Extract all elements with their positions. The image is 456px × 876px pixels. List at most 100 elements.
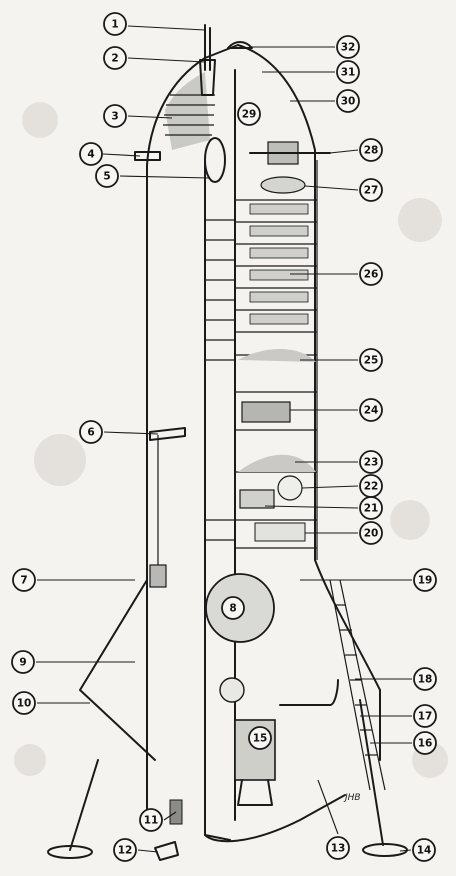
callout-circle xyxy=(359,262,383,286)
callout-10: 10 xyxy=(12,691,36,715)
callout-28: 28 xyxy=(359,138,383,162)
callout-number: 28 xyxy=(364,145,379,157)
callout-circle xyxy=(359,348,383,372)
callout-circle xyxy=(326,836,350,860)
callout-number: 12 xyxy=(118,845,133,857)
callout-11: 11 xyxy=(139,808,163,832)
foot-pad-left xyxy=(47,845,93,859)
deck-dome-23 xyxy=(238,454,316,472)
artist-signature: JHB xyxy=(343,793,361,803)
callout-number: 2 xyxy=(111,53,118,65)
callout-number: 15 xyxy=(253,733,268,745)
nose-cap xyxy=(227,41,253,49)
callout-number: 9 xyxy=(19,657,26,669)
callout-number: 1 xyxy=(111,19,118,31)
nose-dome-shade xyxy=(165,72,210,150)
callout-number: 27 xyxy=(364,185,379,197)
callout-number: 3 xyxy=(111,111,118,123)
callout-number: 20 xyxy=(364,528,379,540)
callout-4: 4 xyxy=(79,142,103,166)
callout-number: 11 xyxy=(144,815,159,827)
callout-number: 16 xyxy=(418,738,433,750)
callout-circle xyxy=(336,35,360,59)
callout-17: 17 xyxy=(413,704,437,728)
callout-circle xyxy=(12,568,36,592)
callout-27: 27 xyxy=(359,178,383,202)
fin-leg-right xyxy=(359,699,384,846)
callout-12: 12 xyxy=(113,838,137,862)
tail-fin-left xyxy=(79,579,156,761)
callout-number: 4 xyxy=(87,149,94,161)
callout-5: 5 xyxy=(95,164,119,188)
hull-outline xyxy=(146,44,381,831)
callout-circle xyxy=(359,521,383,545)
callout-number: 30 xyxy=(341,96,356,108)
callout-circle xyxy=(113,838,137,862)
antenna-mast xyxy=(204,24,211,71)
callout-number: 18 xyxy=(418,674,433,686)
callout-3: 3 xyxy=(103,104,127,128)
callout-22: 22 xyxy=(359,474,383,498)
callout-9: 9 xyxy=(11,650,35,674)
callout-circle xyxy=(248,726,272,750)
callout-circle xyxy=(359,138,383,162)
porthole xyxy=(204,137,226,183)
deck-vehicle xyxy=(241,401,291,423)
callout-13: 13 xyxy=(326,836,350,860)
deck-dome-25 xyxy=(238,348,316,362)
callout-circle xyxy=(413,704,437,728)
callout-circle xyxy=(413,731,437,755)
callout-circle xyxy=(11,650,35,674)
callout-2: 2 xyxy=(103,46,127,70)
callout-29: 29 xyxy=(237,102,261,126)
callout-circle xyxy=(103,12,127,36)
callout-19: 19 xyxy=(413,568,437,592)
callout-number: 13 xyxy=(331,843,346,855)
callout-6: 6 xyxy=(79,420,103,444)
callout-7: 7 xyxy=(12,568,36,592)
callout-circle xyxy=(359,474,383,498)
callout-number: 21 xyxy=(364,503,379,515)
callout-circle xyxy=(336,89,360,113)
callout-circle xyxy=(413,568,437,592)
leader-lines xyxy=(36,25,412,853)
paper-texture xyxy=(14,102,448,778)
hatch-door-12 xyxy=(154,841,179,861)
callout-circle xyxy=(359,450,383,474)
callout-circle xyxy=(359,398,383,422)
callout-circle xyxy=(95,164,119,188)
callout-circle xyxy=(79,420,103,444)
callout-circle xyxy=(413,667,437,691)
callout-number: 29 xyxy=(242,109,257,121)
callout-30: 30 xyxy=(336,89,360,113)
hoist-arm xyxy=(149,427,186,441)
object-27 xyxy=(260,176,306,194)
callout-circle xyxy=(336,60,360,84)
callout-32: 32 xyxy=(336,35,360,59)
callout-18: 18 xyxy=(413,667,437,691)
callout-31: 31 xyxy=(336,60,360,84)
side-strut xyxy=(134,151,161,161)
callout-24: 24 xyxy=(359,398,383,422)
callout-number: 8 xyxy=(229,603,236,615)
callout-number: 5 xyxy=(103,171,110,183)
nose-spire xyxy=(199,59,216,96)
engine-nozzle xyxy=(237,779,273,806)
callout-number: 6 xyxy=(87,427,94,439)
callout-number: 32 xyxy=(341,42,356,54)
callout-15: 15 xyxy=(248,726,272,750)
rover-21 xyxy=(239,489,275,509)
callout-number: 14 xyxy=(417,845,432,857)
cabin-bunks xyxy=(249,203,309,325)
hoist-load xyxy=(149,564,167,588)
console-20 xyxy=(254,522,306,542)
callout-number: 19 xyxy=(418,575,433,587)
callout-number: 25 xyxy=(364,355,379,367)
callout-number: 17 xyxy=(418,711,433,723)
callout-circle xyxy=(12,691,36,715)
callout-20: 20 xyxy=(359,521,383,545)
callout-number: 23 xyxy=(364,457,379,469)
callout-circle xyxy=(103,46,127,70)
